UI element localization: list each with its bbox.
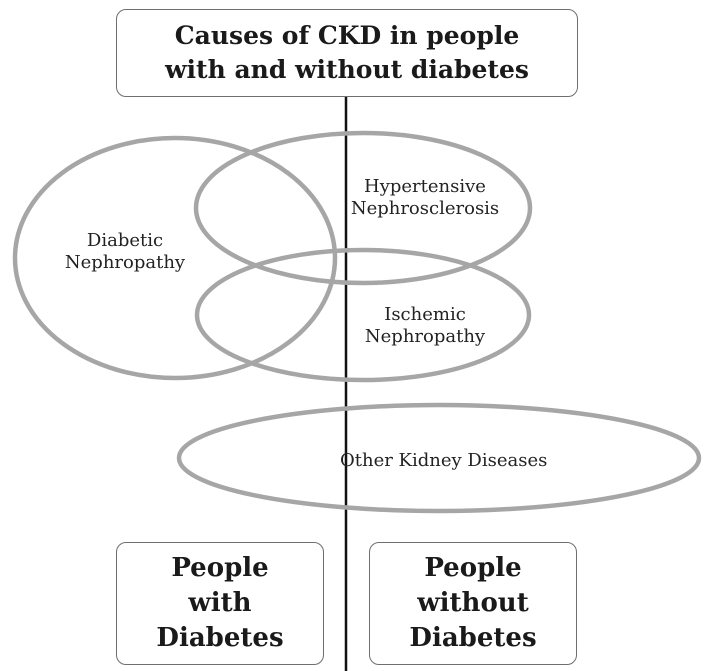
- ischemic-nephropathy-label: Ischemic Nephropathy: [345, 304, 505, 348]
- hypertensive-nephrosclerosis-ellipse: [193, 130, 533, 286]
- title-line-2: with and without diabetes: [165, 55, 529, 84]
- hypertensive-line-1: Hypertensive: [364, 176, 486, 197]
- without-diabetes-line-3: Diabetes: [409, 623, 537, 653]
- with-diabetes-line-3: Diabetes: [156, 623, 284, 653]
- people-with-diabetes-box: People with Diabetes: [116, 542, 324, 665]
- other-kidney-diseases-label: Other Kidney Diseases: [340, 450, 548, 471]
- diabetic-nephropathy-label: Diabetic Nephropathy: [60, 230, 190, 274]
- title-line-1: Causes of CKD in people: [174, 21, 520, 50]
- without-diabetes-line-1: People: [424, 553, 522, 583]
- diabetic-nephropathy-line-2: Nephropathy: [64, 252, 186, 273]
- ischemic-line-1: Ischemic: [384, 304, 466, 325]
- diagram-title: Causes of CKD in people with and without…: [116, 9, 578, 97]
- diabetic-nephropathy-line-1: Diabetic: [86, 230, 164, 251]
- ischemic-nephropathy-ellipse: [194, 247, 532, 383]
- people-without-diabetes-box: People without Diabetes: [369, 542, 577, 665]
- without-diabetes-line-2: without: [417, 588, 529, 618]
- with-diabetes-line-1: People: [171, 553, 269, 583]
- hypertensive-nephrosclerosis-label: Hypertensive Nephrosclerosis: [340, 176, 510, 220]
- diabetic-nephropathy-ellipse: [12, 135, 338, 381]
- hypertensive-line-2: Nephrosclerosis: [350, 198, 500, 219]
- other-kidney-diseases-ellipse: [176, 402, 702, 514]
- ischemic-line-2: Nephropathy: [364, 326, 486, 347]
- with-diabetes-line-2: with: [188, 588, 252, 618]
